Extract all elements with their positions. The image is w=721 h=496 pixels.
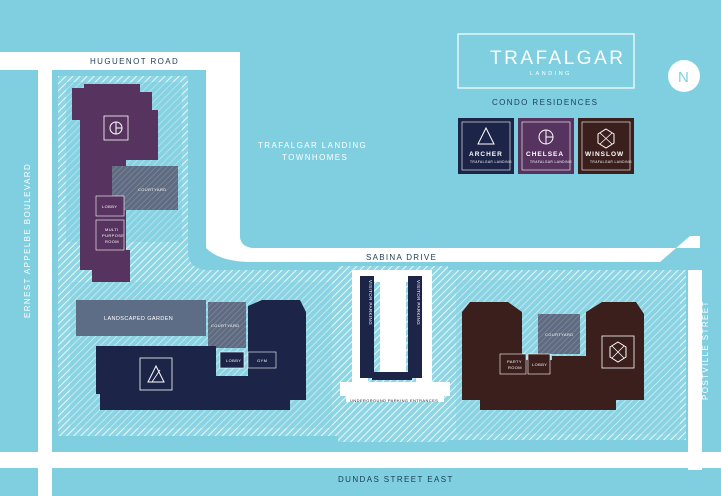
winslow-lobby <box>527 353 551 375</box>
archer-badge-icon <box>477 126 495 145</box>
chelsea-badge-sub: TRAFALGAR LANDING <box>530 160 572 164</box>
compass-icon <box>668 60 700 92</box>
archer-badge: ARCHER TRAFALGAR LANDING <box>458 118 514 174</box>
archer-logo-icon <box>147 364 165 383</box>
archer-courtyard: COURTYARD <box>208 302 246 348</box>
underground-parking-label: UNDERGROUND PARKING ENTRANCES <box>350 398 438 403</box>
party-room-label-2: ROOM <box>508 365 522 370</box>
postville-street-label: POSTVILLE STREET <box>701 300 710 400</box>
winslow-building: COURTYARD PARTY ROOM LOBBY <box>462 302 644 410</box>
townhomes-label-2: TOWNHOMES <box>282 153 348 162</box>
winslow-lobby-label: LOBBY <box>532 362 547 367</box>
brand-subtitle: LANDING <box>530 71 572 77</box>
winslow-courtyard-label: COURTYARD <box>545 332 574 337</box>
chelsea-lobby-label: LOBBY <box>102 204 117 209</box>
landscaped-garden-label: LANDSCAPED GARDEN <box>104 316 173 322</box>
archer-building: LOBBY GYM <box>96 300 306 410</box>
winslow-badge-name: WINSLOW <box>585 151 624 158</box>
winslow-party-room <box>499 353 527 375</box>
huguenot-road-label: HUGUENOT ROAD <box>90 57 179 66</box>
winslow-badge-sub: TRAFALGAR LANDING <box>590 160 632 164</box>
archer-lobby <box>219 351 245 369</box>
visitor-parking-label-left: VISITOR PARKING <box>368 280 373 325</box>
townhomes-label-1: TRAFALGAR LANDING <box>258 141 367 150</box>
visitor-parking-lane <box>340 270 450 402</box>
multi-purpose-label-2: PURPOSE <box>102 233 124 238</box>
chelsea-lobby <box>95 195 125 217</box>
multi-purpose-label-1: MULTI <box>105 227 119 232</box>
dundas-street-label: DUNDAS STREET EAST <box>338 475 454 484</box>
archer-courtyard-label: COURTYARD <box>211 323 240 328</box>
winslow-badge-icon <box>597 128 615 149</box>
visitor-parking-label-right: VISITOR PARKING <box>416 280 421 325</box>
archer-lobby-label: LOBBY <box>226 358 241 363</box>
sabina-drive-label: SABINA DRIVE <box>366 253 437 262</box>
brand-tagline: CONDO RESIDENCES <box>492 98 598 107</box>
chelsea-building: COURTYARD LOBBY MULTI PURPOSE ROOM <box>72 84 178 282</box>
chelsea-multi-purpose-room <box>95 219 125 251</box>
archer-gym-label: GYM <box>257 358 267 363</box>
brand-title: TRAFALGAR <box>490 48 625 69</box>
roads <box>0 52 721 496</box>
chelsea-badge: CHELSEA TRAFALGAR LANDING <box>518 118 574 174</box>
ernest-appelbe-label: ERNEST APPELBE BOULEVARD <box>23 163 32 318</box>
winslow-badge: WINSLOW TRAFALGAR LANDING <box>578 118 634 174</box>
landscaped-garden: LANDSCAPED GARDEN <box>76 300 206 336</box>
north-compass: N <box>668 60 700 92</box>
archer-badge-sub: TRAFALGAR LANDING <box>470 160 512 164</box>
brand-logo: TRAFALGAR LANDING <box>457 33 635 89</box>
chelsea-courtyard-label: COURTYARD <box>138 187 167 192</box>
chelsea-badge-name: CHELSEA <box>526 151 564 158</box>
archer-gym <box>247 351 277 369</box>
compass-letter: N <box>678 69 689 86</box>
multi-purpose-label-3: ROOM <box>105 239 119 244</box>
archer-badge-name: ARCHER <box>469 151 503 158</box>
winslow-logo-icon <box>609 341 627 363</box>
winslow-courtyard <box>538 314 580 354</box>
party-room-label-1: PARTY <box>507 359 522 364</box>
